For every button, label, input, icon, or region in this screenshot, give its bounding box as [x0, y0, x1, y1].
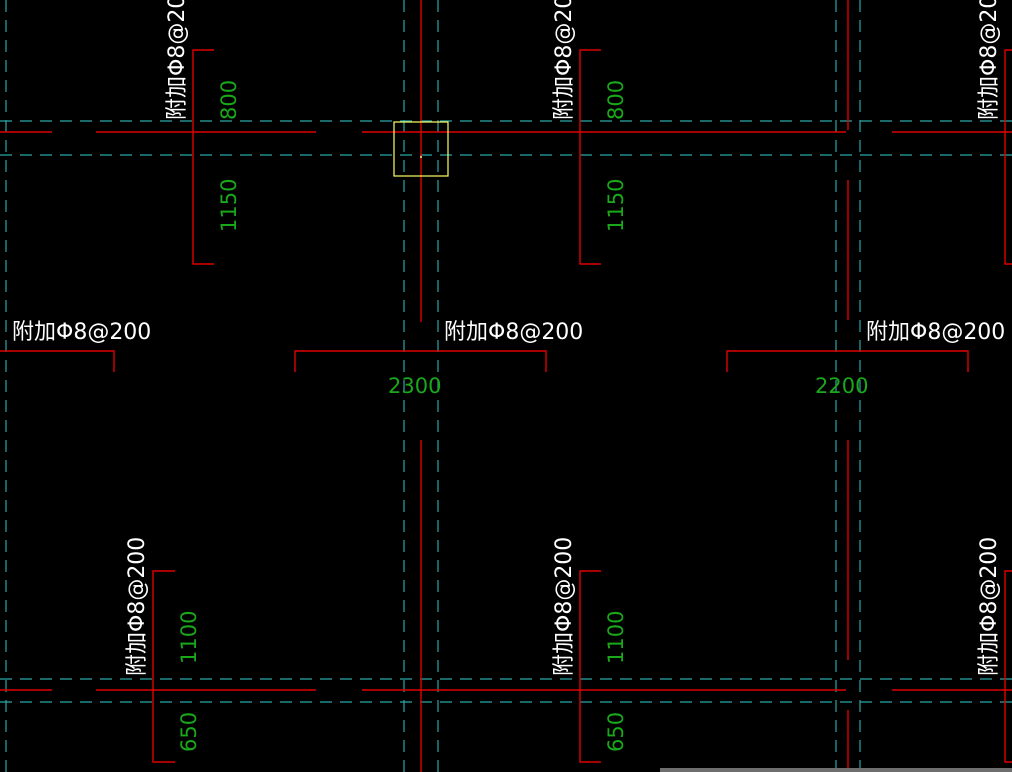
dimension-label: 1150	[217, 179, 241, 232]
dimension-label: 2200	[815, 374, 868, 398]
rebar-label: 附加Φ8@200	[552, 0, 577, 120]
rebar-label: 附加Φ8@200	[552, 537, 577, 676]
dimension-label: 800	[604, 80, 628, 120]
rebar-label: 附加Φ8@200	[977, 537, 1002, 676]
dimension-label: 2300	[388, 374, 441, 398]
dimension-label: 1100	[177, 611, 201, 664]
cursor-pick-box[interactable]	[393, 121, 449, 177]
cursor-point	[420, 156, 422, 158]
rebar-brackets-horizontal	[0, 350, 969, 372]
rebar-label: 附加Φ8@200	[12, 320, 151, 345]
dimension-label: 650	[604, 712, 628, 752]
rebar-label: 附加Φ8@200	[125, 537, 150, 676]
beam-edge-lines-vertical	[5, 0, 861, 772]
dimension-label: 650	[177, 712, 201, 752]
rebar-label: 附加Φ8@200	[444, 320, 583, 345]
dimension-label: 1100	[604, 611, 628, 664]
dimension-label: 1150	[604, 179, 628, 232]
cad-cursor[interactable]	[393, 121, 449, 177]
dimension-label: 800	[217, 80, 241, 120]
rebar-labels-horizontal: 附加Φ8@200 附加Φ8@200 附加Φ8@200	[12, 320, 1005, 345]
horizontal-scrollbar[interactable]	[660, 768, 1012, 772]
rebar-labels-vertical: 附加Φ8@200 附加Φ8@200 附加Φ8@200 附加Φ8@200 附加Φ8…	[125, 0, 1002, 676]
rebar-brackets-vertical	[152, 49, 1012, 763]
rebar-label: 附加Φ8@200	[977, 0, 1002, 120]
beam-edge-lines-horizontal	[0, 120, 1012, 703]
rebar-label: 附加Φ8@200	[866, 320, 1005, 345]
dimension-labels-horizontal: 2300 2200	[388, 374, 868, 398]
dimension-labels-vertical: 800 1150 800 1150 1100 650 1100 650	[177, 80, 628, 752]
rebar-label: 附加Φ8@200	[165, 0, 190, 120]
